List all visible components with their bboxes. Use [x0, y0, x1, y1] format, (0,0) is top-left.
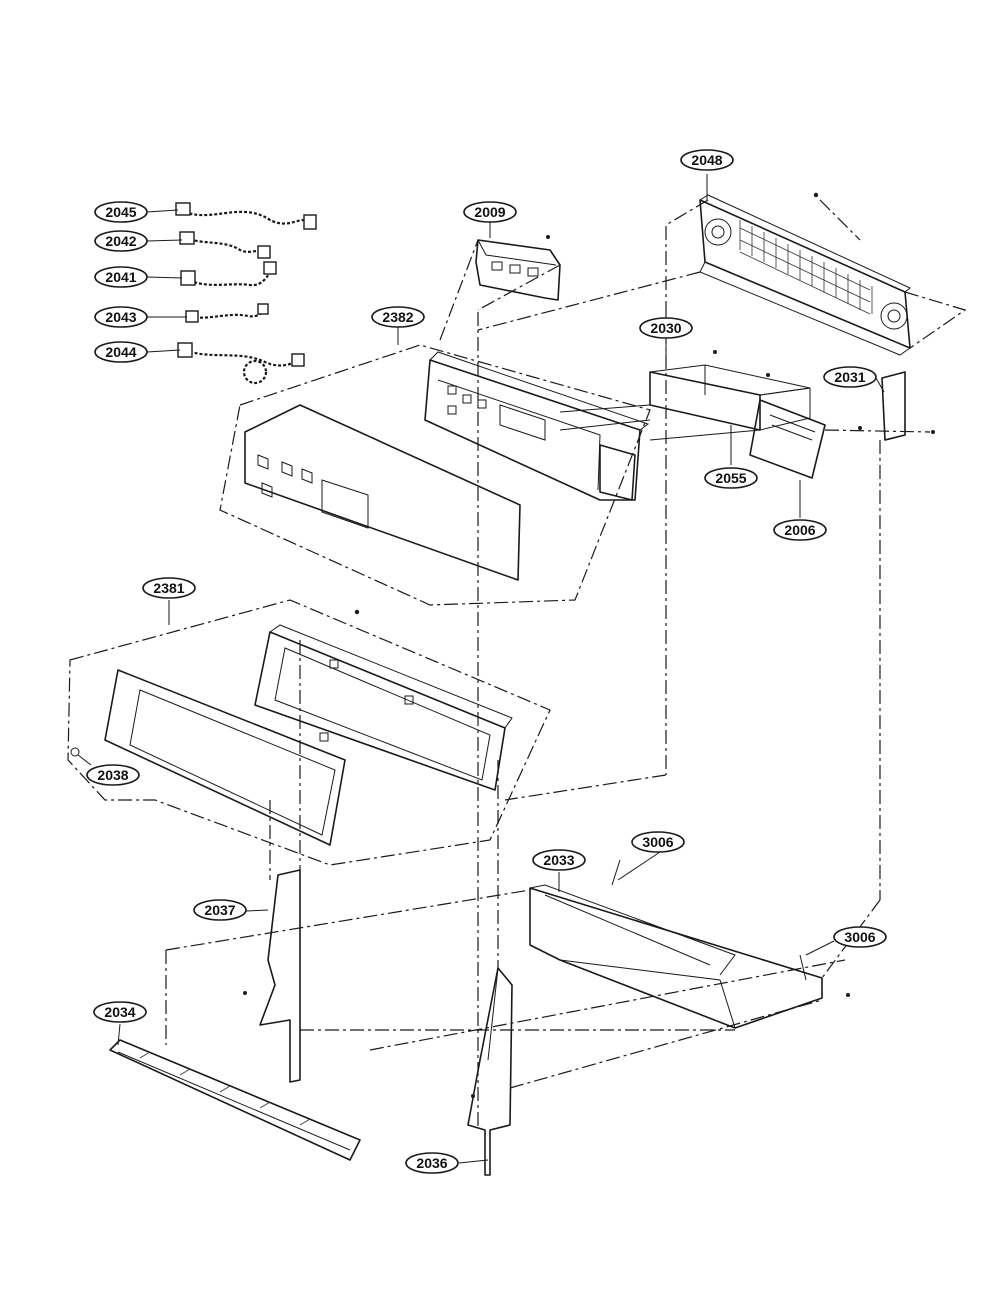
wire-harness-2041 [180, 261, 277, 287]
assembly-boundary-2381 [67, 599, 551, 866]
callout-2037: 2037 [193, 899, 247, 921]
svg-text:2382: 2382 [382, 309, 413, 325]
svg-text:2009: 2009 [474, 204, 505, 220]
control-panel-frame-2382 [424, 351, 650, 501]
wire-harness-2045 [175, 202, 317, 230]
svg-text:2055: 2055 [715, 470, 746, 486]
control-overlay-glass [244, 404, 521, 581]
bracket-2009 [475, 235, 561, 301]
svg-text:2034: 2034 [104, 1004, 135, 1020]
callout-2034: 2034 [93, 1001, 147, 1023]
svg-text:2037: 2037 [204, 902, 235, 918]
svg-text:2031: 2031 [834, 369, 865, 385]
callout-3006-top: 3006 [631, 831, 685, 853]
svg-text:2006: 2006 [784, 522, 815, 538]
callout-2009: 2009 [463, 201, 517, 223]
svg-text:2044: 2044 [105, 344, 136, 360]
callout-2043: 2043 [94, 306, 148, 328]
callout-2030: 2030 [639, 317, 693, 339]
cover-plate-2031 [824, 371, 935, 441]
callout-2045: 2045 [94, 201, 148, 223]
svg-text:2042: 2042 [105, 233, 136, 249]
callout-2044: 2044 [94, 341, 148, 363]
svg-text:3006: 3006 [844, 929, 875, 945]
side-bracket-2036 [467, 967, 513, 1176]
callout-2055: 2055 [704, 467, 758, 489]
callout-2382: 2382 [371, 306, 425, 328]
callout-2042: 2042 [94, 230, 148, 252]
wire-harness-2043 [185, 303, 269, 323]
lower-glass-panel [104, 669, 346, 846]
svg-text:2030: 2030 [650, 320, 681, 336]
svg-text:2045: 2045 [105, 204, 136, 220]
side-bracket-2037 [243, 869, 301, 1083]
callout-2036: 2036 [405, 1152, 459, 1174]
svg-text:2381: 2381 [153, 580, 184, 596]
svg-text:3006: 3006 [642, 834, 673, 850]
trough-2033 [529, 859, 850, 1029]
callout-2381: 2381 [142, 577, 196, 599]
rear-vent-panel-2048 [699, 192, 911, 356]
control-module-2030 [559, 350, 811, 441]
svg-text:2033: 2033 [543, 852, 574, 868]
callout-2031: 2031 [823, 366, 877, 388]
svg-text:2038: 2038 [97, 767, 128, 783]
wire-harness-2042 [179, 231, 271, 259]
svg-text:2036: 2036 [416, 1155, 447, 1171]
callout-3006-right: 3006 [833, 926, 887, 948]
svg-text:2048: 2048 [691, 152, 722, 168]
bottom-rail-2034 [109, 1039, 361, 1161]
callout-2041: 2041 [94, 266, 148, 288]
svg-text:2043: 2043 [105, 309, 136, 325]
callout-2006: 2006 [773, 519, 827, 541]
callout-2048: 2048 [680, 149, 734, 171]
assembly-boundary-2382 [219, 344, 651, 606]
svg-text:2041: 2041 [105, 269, 136, 285]
screw-2038 [70, 747, 80, 757]
wire-harness-2044 [177, 342, 305, 385]
callout-2038: 2038 [86, 764, 140, 786]
assembly-guide-lines [165, 199, 967, 1130]
leader-lines [77, 174, 885, 1164]
circuit-board-2006 [749, 399, 826, 479]
callout-2033: 2033 [532, 849, 586, 871]
lower-frame-2381 [254, 609, 513, 791]
